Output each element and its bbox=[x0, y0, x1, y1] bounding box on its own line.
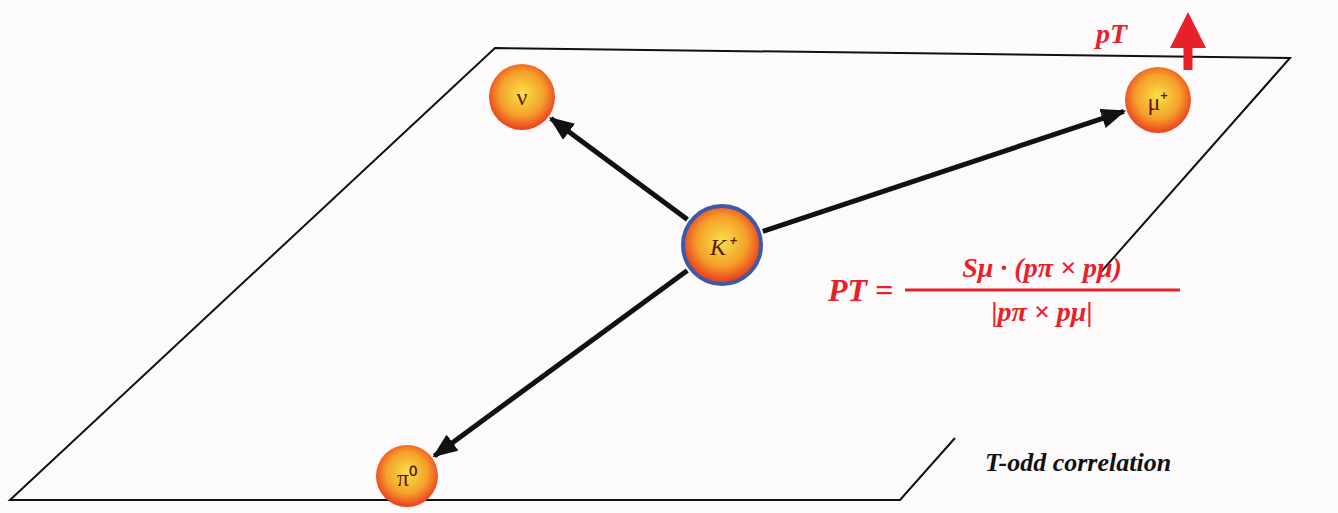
particle-label: μ⁺ bbox=[1148, 84, 1169, 117]
plane-edge bbox=[10, 48, 1290, 500]
particle-circle: μ⁺ bbox=[1125, 67, 1191, 133]
particle-label: π⁰ bbox=[397, 460, 417, 493]
note-text: T-odd correlation bbox=[985, 448, 1171, 478]
momentum-arrow bbox=[434, 270, 687, 455]
formula-denominator: |pπ × pμ| bbox=[991, 296, 1092, 328]
fraction-bar bbox=[905, 289, 1180, 292]
momentum-arrow bbox=[763, 111, 1124, 231]
polarization-arrow bbox=[1184, 30, 1193, 70]
particle-circle: ν bbox=[489, 64, 555, 130]
momentum-arrow bbox=[551, 118, 687, 219]
particle-circle: K⁺ bbox=[681, 204, 763, 286]
polarization-label: pT bbox=[1096, 18, 1127, 50]
formula-numerator: Sμ · (pπ × pμ) bbox=[962, 252, 1122, 284]
formula-lhs: PT = bbox=[828, 272, 893, 309]
particle-label: K⁺ bbox=[710, 229, 734, 262]
particle-circle: π⁰ bbox=[376, 445, 438, 507]
particle-label: ν bbox=[517, 84, 528, 111]
